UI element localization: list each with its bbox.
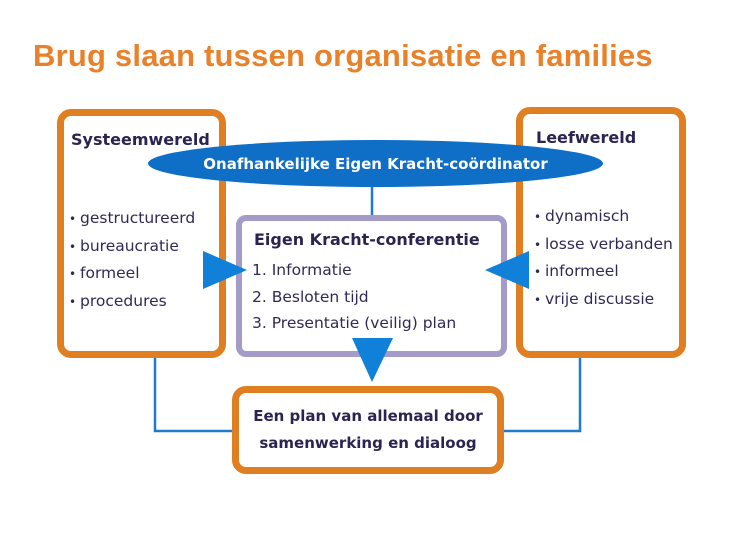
coordinator-ellipse: Onafhankelijke Eigen Kracht-coördinator: [148, 140, 603, 187]
list-item: •informeel: [534, 262, 619, 280]
list-item: •losse verbanden: [534, 234, 673, 253]
systeemwereld-heading: Systeemwereld: [71, 130, 210, 149]
plan-box: Een plan van allemaal door samenwerking …: [232, 386, 504, 474]
list-item: 1. Informatie: [252, 261, 352, 279]
systeemwereld-list: •gestructureerd •bureaucratie •formeel •…: [69, 205, 195, 315]
systeemwereld-box: Systeemwereld •gestructureerd •bureaucra…: [57, 109, 226, 358]
page-title: Brug slaan tussen organisatie en familie…: [33, 38, 653, 73]
leefwereld-box: Leefwereld •dynamisch •losse verbanden •…: [516, 107, 686, 358]
list-item: •procedures: [69, 291, 167, 310]
list-item: 3. Presentatie (veilig) plan: [252, 314, 457, 332]
connector-systeemwereld-plan: [153, 358, 232, 433]
leefwereld-heading: Leefwereld: [536, 128, 637, 147]
coordinator-label: Onafhankelijke Eigen Kracht-coördinator: [203, 154, 548, 173]
plan-line-2: samenwerking en dialoog: [259, 434, 477, 452]
list-item: 2. Besloten tijd: [252, 287, 369, 306]
list-item: •formeel: [69, 264, 140, 282]
conferentie-steps: 1. Informatie 2. Besloten tijd 3. Presen…: [252, 257, 456, 337]
conferentie-heading: Eigen Kracht-conferentie: [254, 230, 480, 249]
list-item: •dynamisch: [534, 207, 630, 225]
list-item: •bureaucratie: [69, 236, 179, 255]
leefwereld-list: •dynamisch •losse verbanden •informeel •…: [534, 203, 673, 313]
connector-leefwereld-plan: [504, 358, 582, 433]
list-item: •gestructureerd: [69, 209, 196, 227]
list-item: •vrije discussie: [534, 289, 655, 308]
conferentie-box: Eigen Kracht-conferentie 1. Informatie 2…: [236, 215, 507, 357]
plan-line-1: Een plan van allemaal door: [253, 407, 483, 425]
